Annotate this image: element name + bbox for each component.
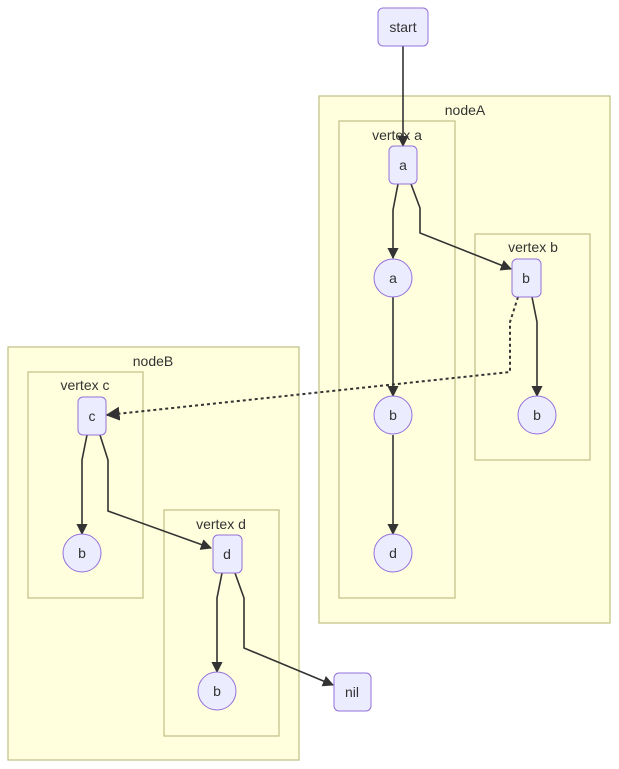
svg-text:b: b xyxy=(522,270,530,286)
edge-a-to-a-circle xyxy=(387,183,399,260)
node-nil[interactable]: nil xyxy=(333,672,372,712)
node-d-rect[interactable]: d xyxy=(212,534,243,574)
cluster-vertex-c-label: vertex c xyxy=(60,377,109,393)
node-c-rect[interactable]: c xyxy=(77,396,107,436)
node-b-rect[interactable]: b xyxy=(511,258,542,298)
node-d-b-circle[interactable]: b xyxy=(197,671,237,711)
edge-d-to-d-circle xyxy=(211,572,223,674)
cluster-nodeB-label: nodeB xyxy=(133,353,173,369)
svg-text:c: c xyxy=(89,408,96,424)
node-a-b-circle[interactable]: b xyxy=(373,395,413,435)
node-a-d-circle[interactable]: d xyxy=(373,533,413,573)
node-a-rect[interactable]: a xyxy=(388,145,418,185)
svg-text:b: b xyxy=(389,407,397,423)
edge-b-to-b-circle xyxy=(531,296,543,398)
node-start[interactable]: start xyxy=(377,7,429,47)
node-a-circle[interactable]: a xyxy=(373,258,413,298)
edge-d-to-nil xyxy=(234,572,335,687)
svg-text:a: a xyxy=(389,270,397,286)
edge-a-to-b xyxy=(410,183,513,271)
cluster-vertex-d-label: vertex d xyxy=(196,516,246,532)
svg-text:b: b xyxy=(78,545,86,561)
node-c-b-circle[interactable]: b xyxy=(62,533,102,573)
cluster-vertex-a-label: vertex a xyxy=(372,127,422,143)
cluster-vertex-a: vertex a xyxy=(338,120,456,599)
svg-text:a: a xyxy=(399,157,407,173)
svg-text:start: start xyxy=(389,19,416,35)
edge-b-to-c-dotted xyxy=(105,296,519,421)
edge-c-to-d xyxy=(99,434,213,550)
cluster-nodeA-label: nodeA xyxy=(445,102,486,118)
cluster-vertex-b-label: vertex b xyxy=(508,239,558,255)
edge-c-to-c-circle xyxy=(76,434,88,536)
svg-text:nil: nil xyxy=(345,684,359,700)
svg-text:b: b xyxy=(533,407,541,423)
node-b-b-circle[interactable]: b xyxy=(517,395,557,435)
svg-text:b: b xyxy=(213,683,221,699)
svg-text:d: d xyxy=(223,546,231,562)
svg-text:d: d xyxy=(389,545,397,561)
